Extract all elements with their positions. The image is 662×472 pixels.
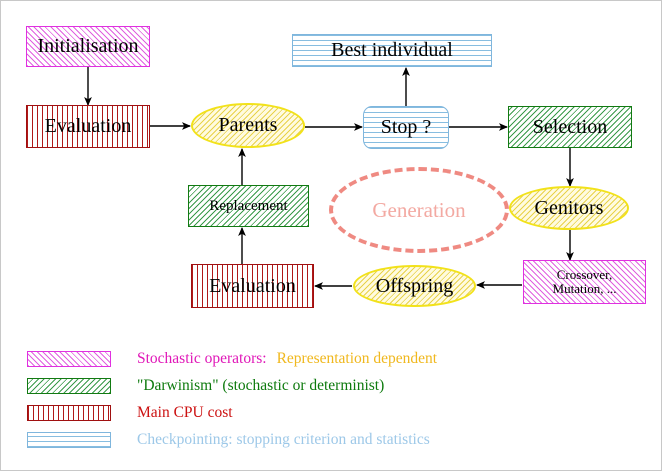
node-genitors[interactable]: Genitors xyxy=(509,186,629,230)
node-label-evaluation-bot: Evaluation xyxy=(209,274,296,297)
legend: Stochastic operators: Representation depe… xyxy=(1,339,662,459)
legend-text-darwinism: "Darwinism" (stochastic or determinist) xyxy=(137,377,385,394)
legend-text-cpu: Main CPU cost xyxy=(137,404,233,421)
node-label-best-individual: Best individual xyxy=(331,39,453,61)
node-label-crossover: Crossover, xyxy=(556,267,613,283)
node-crossover[interactable]: Crossover,Mutation, ... xyxy=(523,260,646,304)
node-label-genitors: Genitors xyxy=(534,196,604,219)
node-label2-crossover: Mutation, ... xyxy=(552,281,617,296)
node-label-stop: Stop ? xyxy=(380,116,432,138)
legend-text-checkpointing: Checkpointing: stopping criterion and st… xyxy=(137,431,430,448)
legend-row-checkpointing: Checkpointing: stopping criterion and st… xyxy=(27,430,430,450)
node-evaluation-bot[interactable]: Evaluation xyxy=(191,264,314,308)
node-stop[interactable]: Stop ? xyxy=(363,106,449,149)
node-label-offspring: Offspring xyxy=(375,274,454,297)
legend-swatch-stochastic xyxy=(27,351,111,367)
node-offspring[interactable]: Offspring xyxy=(353,265,476,307)
node-initialisation[interactable]: Initialisation xyxy=(26,26,150,67)
generation-label: Generation xyxy=(372,197,466,222)
generation-cycle-ellipse: Generation xyxy=(329,167,509,253)
node-label-evaluation-top: Evaluation xyxy=(44,115,132,137)
node-evaluation-top[interactable]: Evaluation xyxy=(26,105,150,148)
node-label-parents: Parents xyxy=(218,114,278,136)
legend-row-stochastic: Stochastic operators: Representation depe… xyxy=(27,349,437,369)
node-label-selection: Selection xyxy=(532,115,608,138)
node-parents[interactable]: Parents xyxy=(191,103,305,148)
legend-swatch-checkpointing xyxy=(27,432,111,448)
legend-row-cpu: Main CPU cost xyxy=(27,403,233,423)
node-label-replacement: Replacement xyxy=(209,197,288,214)
node-best-individual[interactable]: Best individual xyxy=(292,34,492,67)
legend-row-darwinism: "Darwinism" (stochastic or determinist) xyxy=(27,376,384,396)
legend-swatch-darwinism xyxy=(27,378,111,394)
node-replacement[interactable]: Replacement xyxy=(188,185,309,227)
node-selection[interactable]: Selection xyxy=(508,106,632,148)
legend-text2-stochastic: Representation dependent xyxy=(276,350,438,367)
legend-text-stochastic: Stochastic operators: xyxy=(137,350,267,367)
node-label-initialisation: Initialisation xyxy=(37,35,139,57)
legend-swatch-cpu xyxy=(27,405,111,421)
